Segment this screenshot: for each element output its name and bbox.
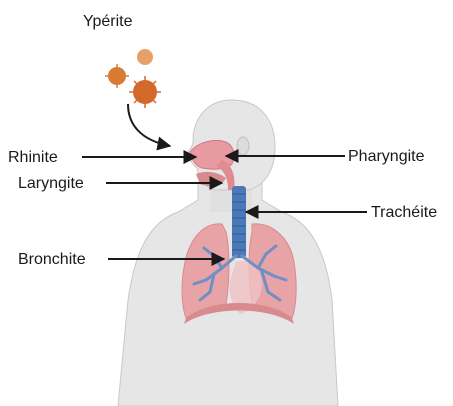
label-laryngite: Laryngite (18, 175, 84, 193)
ear (237, 137, 249, 155)
label-rhinite: Rhinite (8, 149, 58, 167)
trachea (232, 186, 246, 258)
droplet-particle-icon (105, 49, 161, 108)
label-pharyngite: Pharyngite (348, 148, 425, 166)
label-tracheite: Trachéite (371, 204, 437, 222)
agent-label: Ypérite (83, 13, 133, 31)
label-bronchite: Bronchite (18, 251, 86, 269)
torso (118, 182, 338, 406)
curved-arrow-icon (128, 104, 170, 146)
